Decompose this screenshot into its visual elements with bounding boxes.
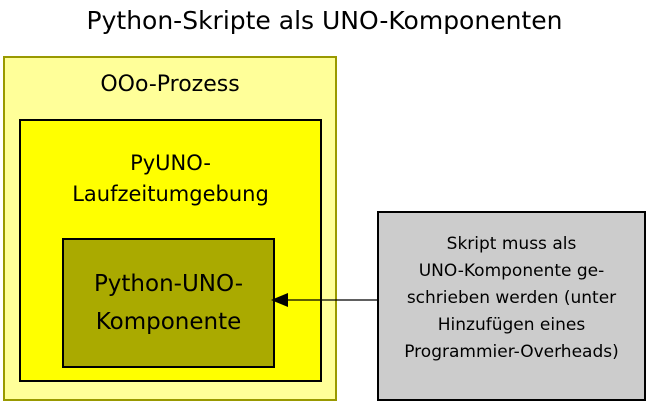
annotation-line-1: Skript muss als xyxy=(446,234,577,254)
annotation-box: Skript muss als UNO-Komponente ge- schri… xyxy=(377,211,646,401)
python-uno-component-label: Python-UNO- Komponente xyxy=(64,265,273,341)
python-uno-component-label-line2: Komponente xyxy=(95,309,242,335)
page-title: Python-Skripte als UNO-Komponenten xyxy=(86,6,563,35)
annotation-line-2: UNO-Komponente ge- xyxy=(418,261,605,281)
python-uno-component-box: Python-UNO- Komponente xyxy=(62,238,275,368)
pyuno-runtime-label: PyUNO- Laufzeitumgebung xyxy=(21,148,320,210)
annotation-line-5: Programmier-Overheads) xyxy=(404,342,619,362)
pyuno-runtime-label-line1: PyUNO- xyxy=(130,151,211,175)
ooo-process-box: OOo-Prozess PyUNO- Laufzeitumgebung Pyth… xyxy=(3,56,337,401)
python-uno-component-label-line1: Python-UNO- xyxy=(93,271,244,297)
ooo-process-label: OOo-Prozess xyxy=(100,72,240,97)
pyuno-runtime-label-line2: Laufzeitumgebung xyxy=(72,182,269,206)
pyuno-runtime-box: PyUNO- Laufzeitumgebung Python-UNO- Komp… xyxy=(19,119,322,382)
annotation-text: Skript muss als UNO-Komponente ge- schri… xyxy=(379,231,644,366)
arrow-left-icon xyxy=(271,293,381,307)
annotation-line-3: schrieben werden (unter xyxy=(406,288,617,308)
annotation-line-4: Hinzufügen eines xyxy=(437,315,586,335)
